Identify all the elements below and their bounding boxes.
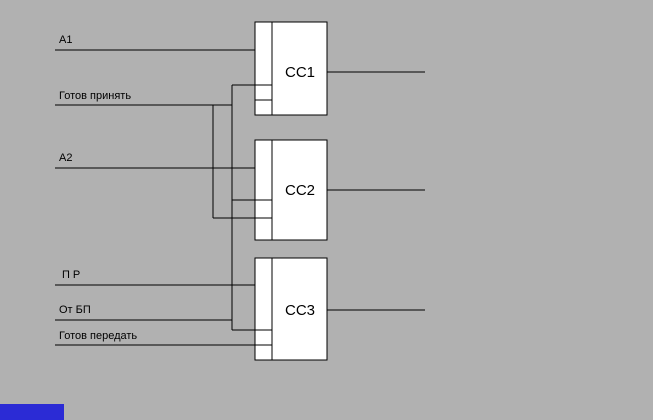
label-ot-bp: От БП	[59, 304, 91, 316]
block-cc1: СС1	[254, 21, 328, 116]
label-pr: ПР	[62, 269, 83, 281]
label-gotov-prinyat: Готов принять	[59, 90, 131, 102]
block-cc1-label: СС1	[285, 64, 315, 81]
block-cc3: СС3	[254, 257, 328, 361]
block-cc2-label: СС2	[285, 182, 315, 199]
block-cc3-label: СС3	[285, 302, 315, 319]
label-a1: А1	[59, 34, 72, 46]
label-a2: А2	[59, 152, 72, 164]
taskbar-window-fragment[interactable]	[0, 404, 64, 420]
label-gotov-peredat: Готов передать	[59, 330, 137, 342]
block-cc2: СС2	[254, 139, 328, 241]
